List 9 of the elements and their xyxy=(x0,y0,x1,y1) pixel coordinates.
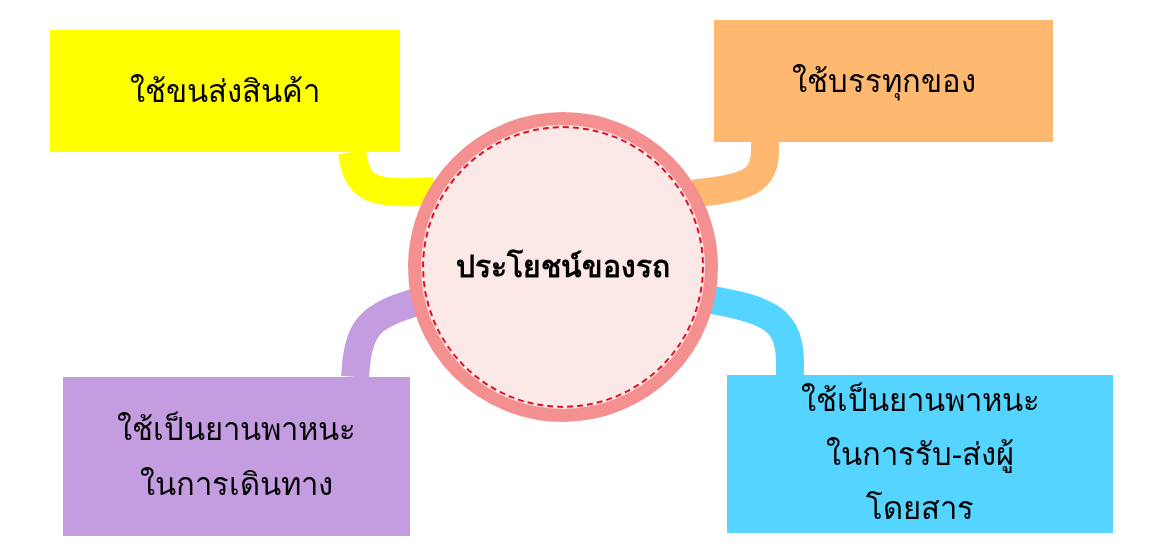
topic-box xyxy=(714,20,1053,142)
topic-text: ใช้ขนส่งสินค้า xyxy=(130,71,320,111)
topic-box xyxy=(727,375,1113,533)
topic-text: ใช้เป็นยานพาหนะ ในการรับ-ส่งผู้โดยสาร xyxy=(799,380,1041,529)
topic-box xyxy=(50,30,400,152)
topic-box xyxy=(63,377,410,536)
center-title: ประโยชน์ของรถ xyxy=(456,247,670,286)
topic-text: ใช้บรรทุกของ xyxy=(791,61,976,103)
topic-text: ใช้เป็นยานพาหนะ ในการเดินทาง xyxy=(116,410,357,504)
